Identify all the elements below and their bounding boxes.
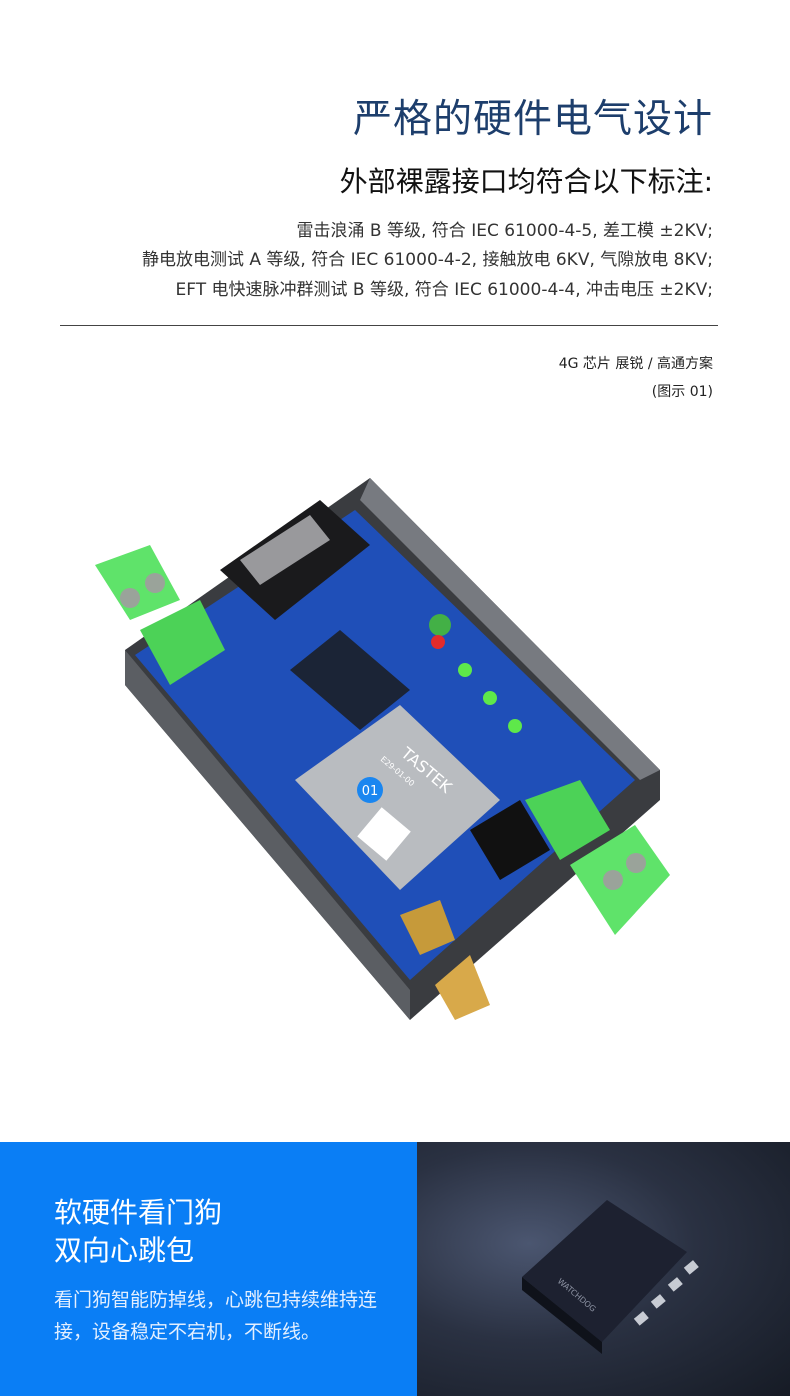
banner-description: 看门狗智能防掉线，心跳包持续维持连接，设备稳定不宕机，不断线。	[54, 1289, 378, 1343]
page-subtitle: 外部裸露接口均符合以下标注:	[339, 165, 713, 198]
banner-text-panel: 软硬件看门狗 双向心跳包 看门狗智能防掉线，心跳包持续维持连接，设备稳定不宕机，…	[0, 1142, 417, 1396]
banner-title: 软硬件看门狗 双向心跳包	[54, 1194, 222, 1270]
spec-line: 静电放电测试 A 等级, 符合 IEC 61000-4-2, 接触放电 6KV,…	[142, 250, 713, 270]
sma-antenna-connector	[435, 955, 490, 1020]
product-image-4g-dtu: TASTEK E29-01-00 01	[95, 478, 670, 1020]
led-power	[429, 614, 451, 636]
spec-line: 雷击浪涌 B 等级, 符合 IEC 61000-4-5, 差工模 ±2KV;	[296, 221, 713, 241]
banner-title-line1: 软硬件看门狗	[54, 1196, 223, 1229]
watchdog-chip-image: WATCHDOG	[417, 1142, 790, 1396]
figure-label: (图示 01)	[651, 384, 713, 400]
terminal-block-left	[95, 545, 225, 685]
spec-line: EFT 电快速脉冲群测试 B 等级, 符合 IEC 61000-4-4, 冲击电…	[175, 280, 713, 300]
terminal-block-right	[525, 780, 670, 935]
lte-module	[295, 705, 500, 890]
page-title: 严格的硬件电气设计	[352, 97, 713, 142]
marker-label: 01	[362, 784, 379, 799]
qr-code	[357, 807, 411, 861]
chip-caption: 4G 芯片 展锐 / 高通方案	[558, 356, 713, 372]
divider	[60, 325, 718, 326]
marker-badge	[357, 777, 383, 803]
watchdog-banner: 软硬件看门狗 双向心跳包 看门狗智能防掉线，心跳包持续维持连接，设备稳定不宕机，…	[0, 1142, 790, 1396]
banner-title-line2: 双向心跳包	[54, 1234, 195, 1267]
